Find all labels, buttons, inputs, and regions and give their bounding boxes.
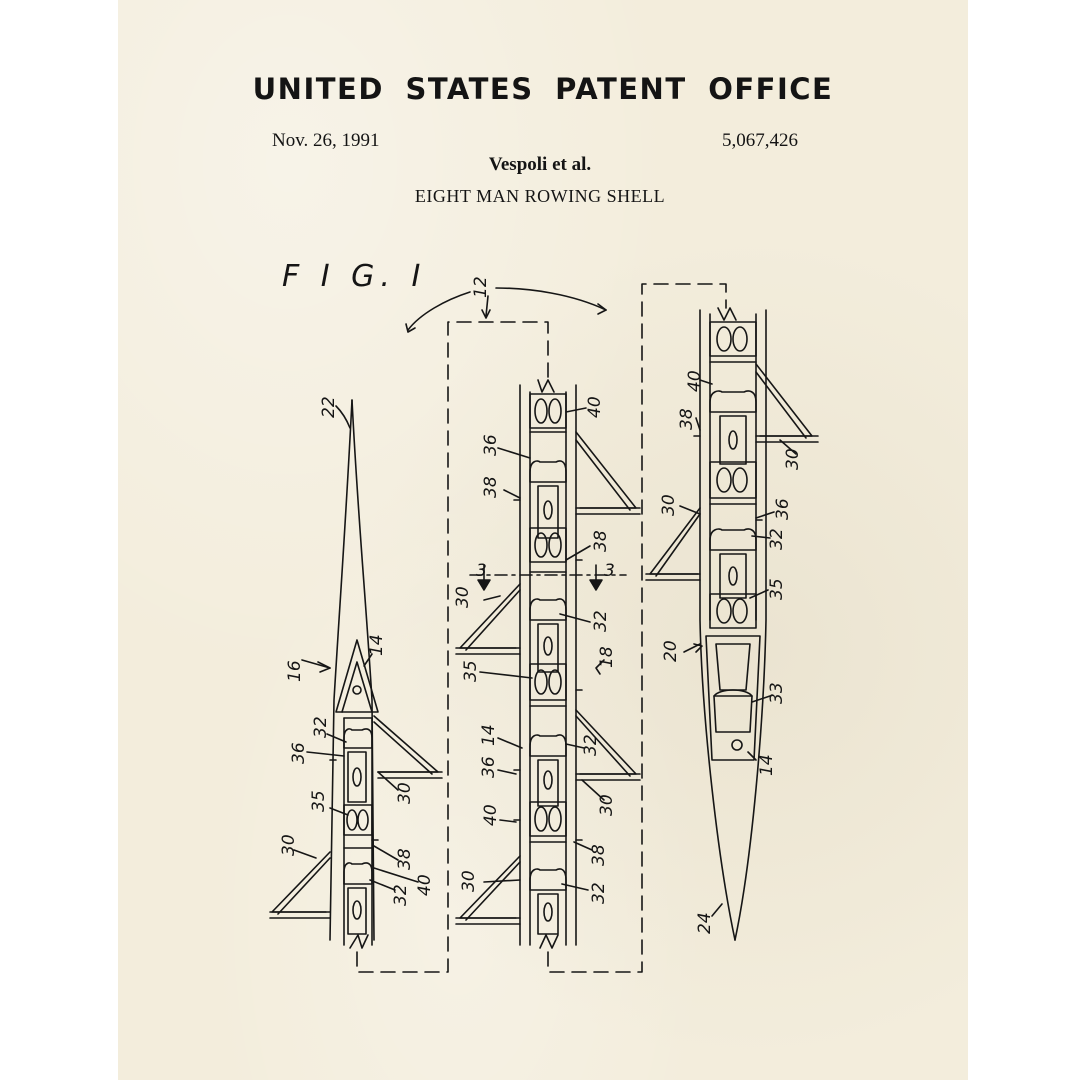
- callout-35-bow: 35: [309, 790, 329, 812]
- callout-14-mid: 14: [479, 724, 499, 746]
- bow-section: [269, 321, 549, 973]
- callout-14-bow: 14: [367, 634, 387, 656]
- callout-3-left: 3: [476, 561, 487, 581]
- callout-40-mid: 40: [585, 396, 605, 418]
- callout-3-right: 3: [604, 561, 615, 581]
- callout-36-bow: 36: [289, 742, 309, 764]
- figure-label: F I G. I: [282, 259, 426, 294]
- callout-38-mid-lower: 38: [589, 844, 609, 866]
- callout-30-mid-lower: 30: [459, 870, 479, 892]
- callout-32-mid-lower: 32: [581, 734, 601, 756]
- callout-38-stern: 38: [677, 408, 697, 430]
- callout-36-mid: 36: [481, 434, 501, 456]
- callout-30-mid-left: 30: [453, 586, 473, 608]
- parchment-background: [118, 0, 968, 1080]
- callout-24: 24: [695, 912, 715, 934]
- callout-38-bow: 38: [395, 848, 415, 870]
- middle-section: [405, 283, 727, 973]
- callout-32-bow-lower: 32: [391, 884, 411, 906]
- patent-date: Nov. 26, 1991: [272, 130, 380, 151]
- callout-38-mid-upper: 38: [481, 476, 501, 498]
- callout-labels: 12 22 16 14 32 36 35 30 30 38 32 40 40 3…: [279, 276, 803, 934]
- callout-16: 16: [285, 660, 305, 682]
- callout-14-stern: 14: [757, 754, 777, 776]
- invention-title: EIGHT MAN ROWING SHELL: [414, 186, 666, 206]
- callout-32-mid: 32: [591, 610, 611, 632]
- callout-20: 20: [661, 640, 681, 662]
- callout-35-mid: 35: [461, 660, 481, 682]
- patent-office-heading: UNITED STATES PATENT OFFICE: [252, 72, 834, 106]
- patent-number: 5,067,426: [722, 130, 798, 151]
- callout-32-stern: 32: [767, 528, 787, 550]
- callout-30-mid-right: 30: [597, 794, 617, 816]
- callout-22: 22: [319, 396, 339, 418]
- callout-32-mid-bottom: 32: [589, 882, 609, 904]
- callout-30-stern-left: 30: [659, 494, 679, 516]
- callout-35-stern: 35: [767, 578, 787, 600]
- callout-30-stern-right: 30: [783, 448, 803, 470]
- callout-30-bow-left: 30: [279, 834, 299, 856]
- callout-18: 18: [597, 646, 617, 668]
- stern-section: [645, 307, 819, 941]
- callout-36-mid-lower: 36: [479, 756, 499, 778]
- callout-30-bow-right: 30: [395, 782, 415, 804]
- callout-33: 33: [767, 682, 787, 704]
- callout-36-stern: 36: [773, 498, 793, 520]
- callout-40-mid: 40: [481, 804, 501, 826]
- inventor-name: Vespoli et al.: [488, 154, 592, 175]
- callout-38-mid-section: 38: [591, 530, 611, 552]
- callout-32-bow: 32: [311, 716, 331, 738]
- callout-40-bow: 40: [415, 874, 435, 896]
- callout-40-stern: 40: [685, 370, 705, 392]
- callout-12: 12: [471, 276, 491, 298]
